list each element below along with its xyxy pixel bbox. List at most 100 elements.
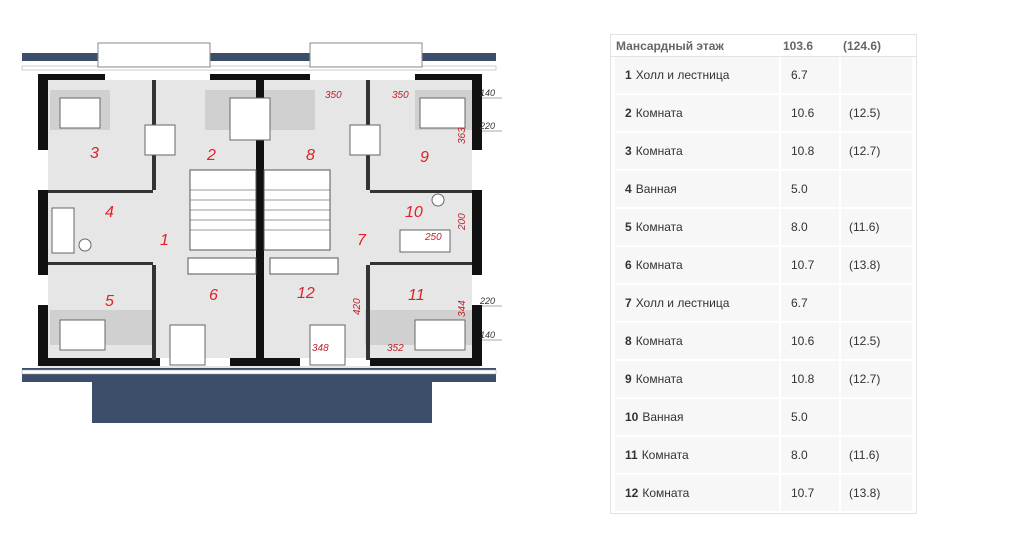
floor-plan: 1 2 3 4 5 6 7 8 9 10 11 12 350 350 363 2…	[20, 40, 505, 430]
room-number: 4	[625, 182, 632, 196]
room-area: 5.0	[779, 171, 839, 207]
room-number: 10	[625, 410, 639, 424]
room-number: 2	[625, 106, 632, 120]
room-area-total: (13.8)	[839, 247, 912, 283]
room-area: 5.0	[779, 399, 839, 435]
room-name: Комната	[641, 448, 689, 462]
dimension-label: 363	[457, 127, 468, 144]
room-number: 5	[625, 220, 632, 234]
room-area-total: (12.7)	[839, 361, 912, 397]
outer-dimension-label: 220	[479, 121, 495, 131]
room-number: 9	[625, 372, 632, 386]
room-area-total: (13.8)	[839, 475, 912, 511]
room-name: Комната	[635, 334, 683, 348]
room-number: 6	[625, 258, 632, 272]
roof-bay	[92, 375, 432, 423]
room-name: Комната	[635, 144, 683, 158]
dimension-label: 350	[325, 90, 342, 101]
room-number-12: 12	[297, 285, 315, 302]
room-number-11: 11	[408, 287, 425, 304]
room-area-total	[839, 399, 912, 435]
room-number: 12	[625, 486, 639, 500]
room-area: 8.0	[779, 209, 839, 245]
room-number-2: 2	[206, 147, 216, 164]
room-number: 1	[625, 68, 632, 82]
dimension-label: 344	[457, 300, 468, 317]
room-area-total	[839, 57, 912, 93]
dimension-label: 420	[352, 298, 363, 315]
floor-name: Мансардный этаж	[616, 38, 724, 53]
room-name: Комната	[635, 220, 683, 234]
room-area: 10.6	[779, 323, 839, 359]
room-number-5: 5	[105, 293, 114, 310]
dimension-label: 350	[392, 90, 409, 101]
room-number: 3	[625, 144, 632, 158]
outer-dimension-label: 220	[479, 296, 495, 306]
room-name: Ванная	[635, 182, 677, 196]
room-name: Комната	[635, 258, 683, 272]
room-number: 11	[625, 448, 638, 462]
floor-area: 103.6	[783, 38, 814, 53]
room-area-total: (12.5)	[839, 95, 912, 131]
room-number: 8	[625, 334, 632, 348]
room-number-1: 1	[160, 232, 169, 249]
table-header: Мансардный этаж 103.6 (124.6)	[611, 35, 916, 57]
room-area: 10.8	[779, 361, 839, 397]
outer-dimension-label: 140	[480, 88, 495, 98]
room-area: 6.7	[779, 57, 839, 93]
roof-edge-top	[22, 53, 496, 61]
room-name: Комната	[635, 372, 683, 386]
outer-dimension-label: 140	[480, 330, 495, 340]
room-name: Холл и лестница	[635, 296, 730, 310]
room-number-4: 4	[105, 204, 114, 221]
room-area: 10.7	[779, 475, 839, 511]
room-area: 6.7	[779, 285, 839, 321]
room-name: Холл и лестница	[635, 68, 730, 82]
dimension-label: 200	[457, 213, 468, 231]
room-area-total	[839, 285, 912, 321]
dimension-label: 352	[387, 343, 404, 354]
dimension-label: 348	[312, 343, 329, 354]
room-area-total: (11.6)	[839, 437, 912, 473]
room-area-total: (12.5)	[839, 323, 912, 359]
room-number-9: 9	[420, 149, 429, 166]
room-area-total: (11.6)	[839, 209, 912, 245]
room-number-7: 7	[357, 232, 367, 249]
room-area: 10.7	[779, 247, 839, 283]
floor-area-total: (124.6)	[843, 38, 882, 53]
dimension-label: 250	[424, 232, 442, 243]
room-name: Ванная	[642, 410, 684, 424]
room-area: 8.0	[779, 437, 839, 473]
room-area-total	[839, 171, 912, 207]
room-number-8: 8	[306, 147, 315, 164]
room-number: 7	[625, 296, 632, 310]
room-name: Комната	[642, 486, 690, 500]
room-number-6: 6	[209, 287, 218, 304]
room-area-total: (12.7)	[839, 133, 912, 169]
room-area: 10.6	[779, 95, 839, 131]
